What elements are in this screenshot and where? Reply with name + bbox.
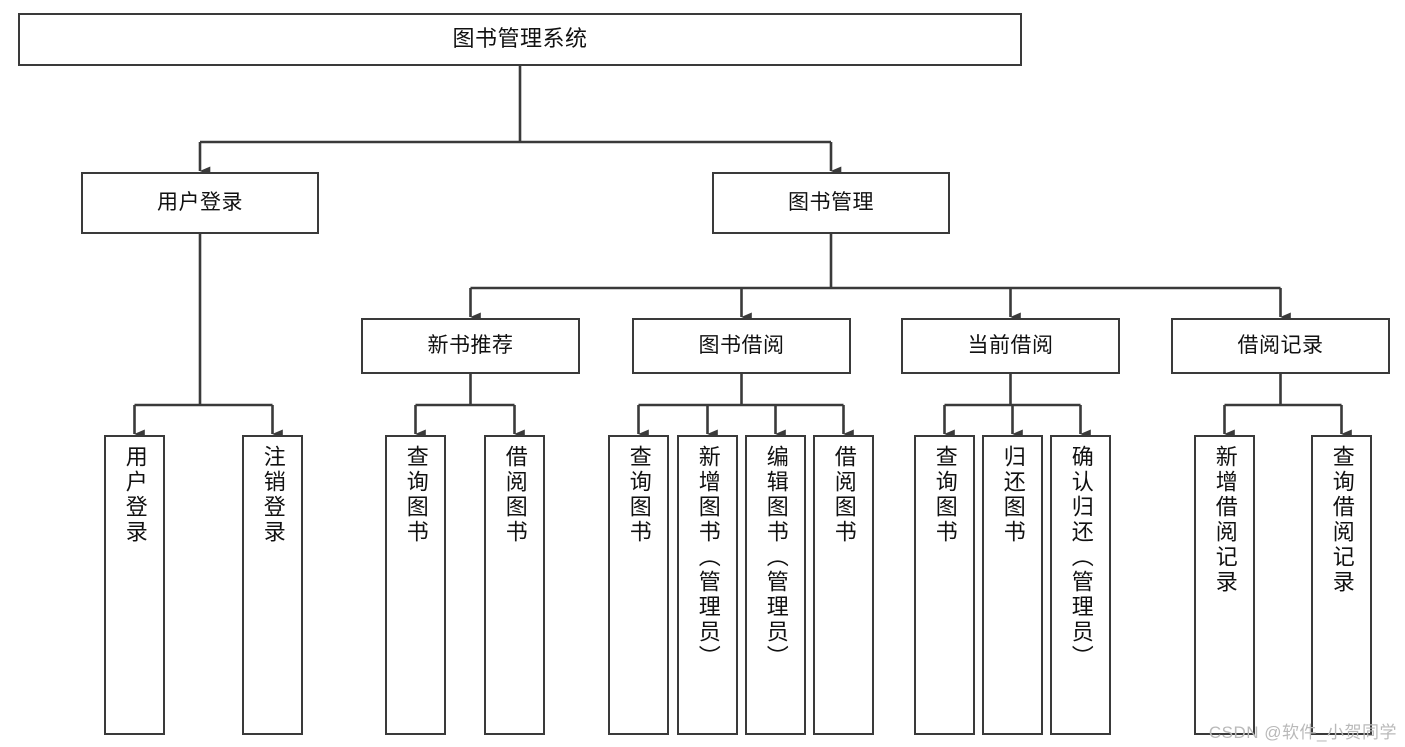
node-label: 借阅图书 [502, 445, 528, 545]
leaf-current-return-book[interactable]: 归还图书 [982, 435, 1043, 735]
node-label: 归还图书 [1000, 445, 1026, 545]
node-book-manage[interactable]: 图书管理 [712, 172, 950, 234]
watermark: CSDN @软件_小贺同学 [1208, 723, 1397, 742]
node-label: 图书管理 [788, 191, 874, 215]
node-label: 新增图书（管理员） [695, 445, 721, 670]
node-book-borrow[interactable]: 图书借阅 [632, 318, 851, 374]
node-current-borrow[interactable]: 当前借阅 [901, 318, 1120, 374]
node-label: 查询图书 [403, 445, 429, 545]
node-label: 借阅图书 [831, 445, 857, 545]
node-label: 查询图书 [626, 445, 652, 545]
node-label: 用户登录 [157, 191, 243, 215]
node-label: 图书借阅 [698, 334, 785, 358]
node-label: 用户登录 [122, 445, 148, 545]
leaf-recommend-query-book[interactable]: 查询图书 [385, 435, 446, 735]
leaf-current-confirm-return[interactable]: 确认归还（管理员） [1050, 435, 1111, 735]
node-label: 确认归还（管理员） [1068, 445, 1094, 670]
node-root-system[interactable]: 图书管理系统 [18, 13, 1022, 66]
node-label: 新书推荐 [427, 334, 514, 358]
node-label: 注销登录 [260, 445, 286, 545]
node-new-book-recommend[interactable]: 新书推荐 [361, 318, 580, 374]
node-user-login[interactable]: 用户登录 [81, 172, 319, 234]
leaf-user-login[interactable]: 用户登录 [104, 435, 165, 735]
node-label: 新增借阅记录 [1212, 445, 1238, 595]
leaf-recommend-borrow-book[interactable]: 借阅图书 [484, 435, 545, 735]
node-borrow-record[interactable]: 借阅记录 [1171, 318, 1390, 374]
leaf-borrow-edit-book[interactable]: 编辑图书（管理员） [745, 435, 806, 735]
node-label: 查询图书 [932, 445, 958, 545]
leaf-borrow-query-book[interactable]: 查询图书 [608, 435, 669, 735]
leaf-user-logout[interactable]: 注销登录 [242, 435, 303, 735]
leaf-record-query-record[interactable]: 查询借阅记录 [1311, 435, 1372, 735]
node-label: 图书管理系统 [452, 26, 588, 52]
leaf-record-add-record[interactable]: 新增借阅记录 [1194, 435, 1255, 735]
node-label: 当前借阅 [967, 334, 1054, 358]
leaf-borrow-add-book[interactable]: 新增图书（管理员） [677, 435, 738, 735]
node-label: 借阅记录 [1237, 334, 1324, 358]
node-label: 编辑图书（管理员） [763, 445, 789, 670]
leaf-borrow-do-borrow[interactable]: 借阅图书 [813, 435, 874, 735]
node-label: 查询借阅记录 [1329, 445, 1355, 595]
leaf-current-query-book[interactable]: 查询图书 [914, 435, 975, 735]
